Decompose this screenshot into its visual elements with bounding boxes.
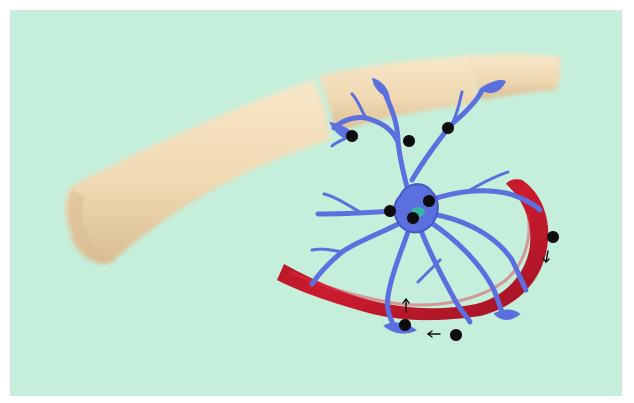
contact-point bbox=[407, 212, 419, 224]
endfoot-vessel-right bbox=[496, 311, 518, 319]
contact-point bbox=[399, 319, 411, 331]
contact-point bbox=[450, 329, 462, 341]
contact-point bbox=[346, 130, 358, 142]
contact-point bbox=[384, 205, 396, 217]
contact-point bbox=[547, 231, 559, 243]
contact-point bbox=[423, 195, 435, 207]
contact-point bbox=[403, 135, 415, 147]
contact-point bbox=[442, 122, 454, 134]
